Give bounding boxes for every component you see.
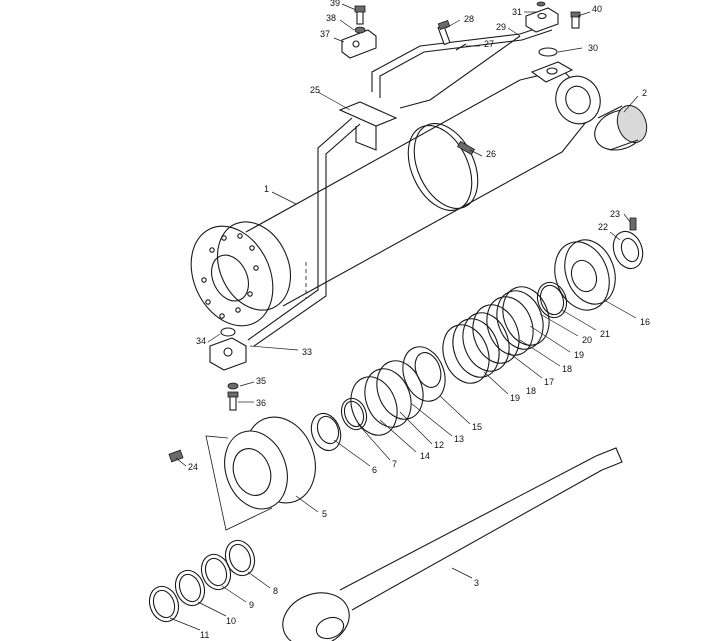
label-15: 15 [472,422,482,432]
label-37: 37 [320,29,330,39]
rings-12-14 [350,360,424,436]
label-2: 2 [642,88,647,98]
bolt-36 [227,391,239,411]
label-12: 12 [434,440,444,450]
label-11: 11 [200,630,209,640]
ring-21 [536,281,568,319]
label-3: 3 [474,578,479,588]
gland-ring-15 [402,346,446,402]
fitting-40 [570,11,581,29]
label-27: 27 [484,39,494,49]
label-36: 36 [256,398,266,408]
label-9: 9 [249,600,254,610]
label-8: 8 [273,586,278,596]
label-35: 35 [256,376,266,386]
label-14: 14 [420,451,430,461]
flange-block-33 [209,337,247,371]
washer-35 [227,382,239,390]
cylinder-tube [190,61,601,327]
label-13: 13 [454,434,464,444]
label-18b: 18 [562,364,572,374]
label-30: 30 [588,43,598,53]
label-25: 25 [310,85,320,95]
label-40: 40 [592,4,602,14]
clamp-37 [341,29,377,59]
fitting-24 [168,449,184,463]
label-19b: 19 [574,350,584,360]
part-labels: 1 2 3 5 6 7 8 9 10 11 12 13 14 15 16 17 … [188,0,650,640]
ring-7 [340,397,368,431]
label-24: 24 [188,462,198,472]
rod-cover-5 [205,416,316,531]
seals-8-11 [148,539,256,623]
flange-bolt-holes [201,233,259,319]
oring-34 [220,327,236,337]
label-21: 21 [600,329,610,339]
bolt-28 [437,19,451,46]
label-39: 39 [330,0,340,8]
leader-lines [169,3,639,631]
label-5: 5 [322,509,327,519]
label-31: 31 [512,7,522,17]
bushing-6 [310,412,342,452]
label-20: 20 [582,335,592,345]
screw-23 [629,217,637,231]
block-31 [525,1,559,33]
piston-16 [554,239,616,311]
label-19a: 19 [510,393,520,403]
bushing-2 [594,105,648,151]
nut-22 [612,230,644,270]
label-34: 34 [196,336,206,346]
label-6: 6 [372,465,377,475]
label-38: 38 [326,13,336,23]
label-7: 7 [392,459,397,469]
pin-27 [455,43,467,51]
label-22: 22 [598,222,608,232]
label-23: 23 [610,209,620,219]
label-29: 29 [496,22,506,32]
label-28: 28 [464,14,474,24]
label-33: 33 [302,347,312,357]
oring-30 [538,47,558,57]
label-17: 17 [544,377,554,387]
seal-rings-17-20 [442,286,550,384]
label-10: 10 [226,616,236,626]
label-26: 26 [486,149,496,159]
label-1: 1 [264,184,269,194]
piston-rod-3 [282,447,623,641]
pipe-lines [247,23,553,347]
washer-38 [354,26,366,34]
bolt-39 [354,5,366,25]
label-18a: 18 [526,386,536,396]
label-16: 16 [640,317,650,327]
